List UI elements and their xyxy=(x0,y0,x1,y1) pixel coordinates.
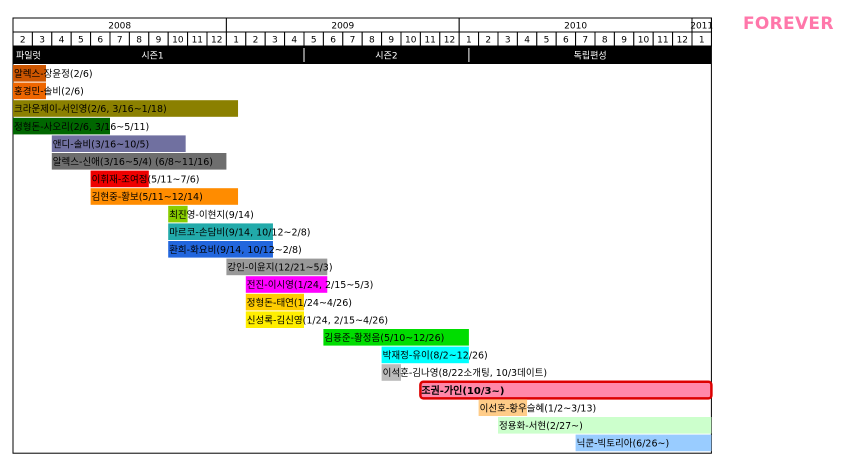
timeline-bar xyxy=(13,100,239,117)
month-label: 11 xyxy=(192,36,203,46)
month-label: 12 xyxy=(444,36,455,46)
timeline-bar-label: 정용화-서현(2/27~) xyxy=(499,421,583,432)
timeline-bar xyxy=(245,293,304,311)
timeline-bar-label: 이휘재-조여정(5/11~7/6) xyxy=(92,174,200,186)
month-label: 6 xyxy=(563,36,569,46)
month-label: 6 xyxy=(330,36,336,46)
timeline-bar xyxy=(245,276,328,293)
month-label: 10 xyxy=(172,36,184,46)
timeline-bar-label: 조권-가인(10/3~) xyxy=(421,384,504,397)
timeline-bar xyxy=(168,223,273,240)
year-label: 2009 xyxy=(331,22,354,32)
timeline-bar-label: 이선호-황우슬혜(1/2~3/13) xyxy=(480,402,597,414)
timeline-bar-label: 신성록-김신영(1/24, 2/15~4/26) xyxy=(247,314,388,326)
season-band xyxy=(13,46,712,64)
timeline-bar-label: 강인-이윤지(12/21~5/3) xyxy=(227,263,332,274)
timeline-bar-label: 이석훈-김나영(8/22소개팅, 10/3데이트) xyxy=(383,367,547,379)
month-label: 6 xyxy=(97,36,103,46)
timeline-bar xyxy=(498,417,712,434)
timeline-bar-label: 정형돈-사오리(2/6, 3/16~5/11) xyxy=(14,122,149,133)
timeline-bar-label: 전진-이시영(1/24, 2/15~5/3) xyxy=(247,280,373,291)
timeline-bar xyxy=(226,258,328,276)
month-label: 12 xyxy=(677,36,688,46)
timeline-bar xyxy=(575,434,712,452)
timeline-bar xyxy=(323,329,469,346)
month-label: 2 xyxy=(20,36,26,46)
timeline-bar-label: 닉쿤-빅토리아(6/26~) xyxy=(577,439,670,450)
timeline-bar-label: 마르코-손담비(9/14, 10/12~2/8) xyxy=(169,226,310,238)
timeline-bar xyxy=(13,65,46,82)
timeline-bar-label: 김용준-황정음(5/10~12/26) xyxy=(324,332,444,344)
month-label: 8 xyxy=(136,36,142,46)
month-label: 10 xyxy=(638,36,650,46)
month-label: 3 xyxy=(272,36,278,46)
timeline-bar xyxy=(51,135,186,152)
month-label: 1 xyxy=(466,36,472,46)
timeline-bar xyxy=(419,380,713,400)
timeline-bar-label: 박재정-유이(8/2~12/26) xyxy=(383,351,488,362)
month-label: 1 xyxy=(233,36,239,46)
timeline-bar xyxy=(168,241,273,258)
timeline-bar-label: 알렉스-신애(3/16~5/4) (6/8~11/16) xyxy=(53,157,213,168)
month-label: 2 xyxy=(485,36,491,46)
month-label: 8 xyxy=(369,36,375,46)
month-label: 7 xyxy=(350,36,356,46)
timeline-bar xyxy=(90,170,149,188)
month-label: 11 xyxy=(424,36,435,46)
year-label: 2011 xyxy=(690,22,713,32)
forever-label: FOREVER xyxy=(743,14,834,34)
timeline-bar-label: 알렉스-장윤정(2/6) xyxy=(14,69,93,80)
month-label: 4 xyxy=(524,36,530,46)
timeline-bar-label: 앤디-솔비(3/16~10/5) xyxy=(53,139,149,150)
year-label: 2008 xyxy=(108,22,131,32)
month-label: 9 xyxy=(156,36,162,46)
timeline-bar xyxy=(90,188,239,205)
timeline-bar-label: 정형돈-태연(1/24~4/26) xyxy=(247,298,352,309)
timeline-bar-label: 환희-화요비(9/14, 10/12~2/8) xyxy=(169,244,302,256)
timeline-bar xyxy=(478,399,528,416)
timeline-bar-label: 김현중-황보(5/11~12/14) xyxy=(92,191,203,203)
month-label: 2 xyxy=(253,36,259,46)
month-label: 1 xyxy=(699,36,705,46)
month-label: 5 xyxy=(311,36,317,46)
month-label: 8 xyxy=(602,36,608,46)
month-label: 4 xyxy=(291,36,297,46)
month-label: 4 xyxy=(59,36,65,46)
band-section-label: 시즌2 xyxy=(375,51,397,62)
month-label: 3 xyxy=(39,36,45,46)
year-label: 2010 xyxy=(564,22,587,32)
band-section-label: 독립편성 xyxy=(574,50,607,62)
month-label: 9 xyxy=(621,36,627,46)
timeline-bar-label: 최진영-이현지(9/14) xyxy=(169,210,254,221)
month-label: 12 xyxy=(211,36,222,46)
month-label: 5 xyxy=(78,36,84,46)
timeline-bar xyxy=(245,311,304,328)
timeline-bar xyxy=(381,364,401,381)
month-label: 3 xyxy=(505,36,511,46)
timeline-bar-label: 홍경민-솔비(2/6) xyxy=(14,86,84,98)
band-label-pilot: 파일럿 xyxy=(16,50,41,62)
timeline-bar xyxy=(381,346,469,364)
month-label: 7 xyxy=(117,36,123,46)
month-label: 10 xyxy=(405,36,417,46)
month-label: 5 xyxy=(544,36,550,46)
timeline-bar xyxy=(51,153,227,170)
timeline-bar xyxy=(13,82,46,100)
month-label: 9 xyxy=(388,36,394,46)
band-section-label: 시즌1 xyxy=(141,51,163,62)
timeline-bar xyxy=(168,205,188,223)
month-label: 7 xyxy=(582,36,588,46)
timeline-bar xyxy=(13,117,110,135)
timeline-bar-label: 크라운제이-서인영(2/6, 3/16~1/18) xyxy=(14,104,167,115)
month-label: 11 xyxy=(657,36,668,46)
